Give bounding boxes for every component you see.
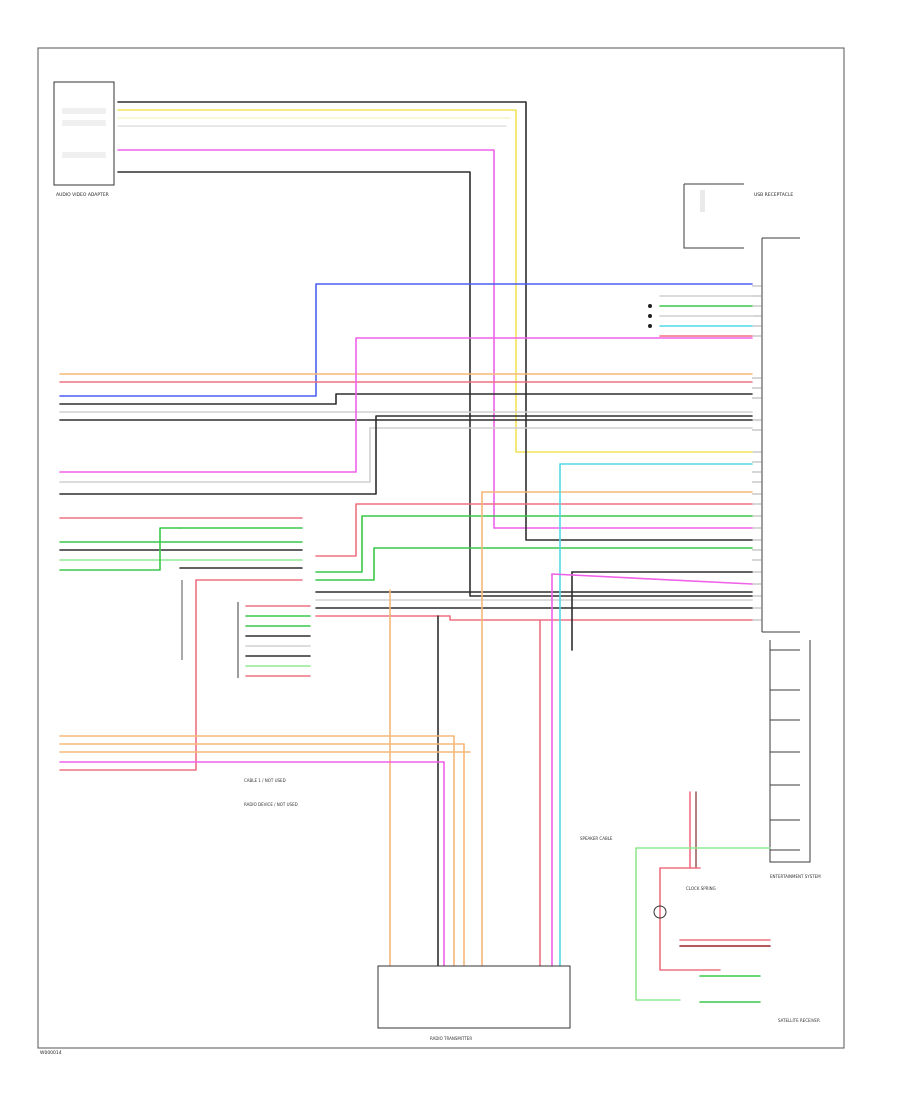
entertainment-unit-label: ENTERTAINMENT SYSTEM [770, 874, 821, 879]
usb-receptacle-label: USB RECEPTACLE [754, 192, 793, 198]
radio-transmitter-label: RADIO TRANSMITTER [430, 1036, 472, 1041]
audio-video-adapter: AUDIO VIDEO ADAPTER [53, 81, 115, 198]
note-2: RADIO DEVICE / NOT USED [244, 802, 298, 807]
top-wire-bundle [117, 101, 753, 597]
entertainment-unit-connector: ENTERTAINMENT SYSTEM [761, 237, 821, 879]
clock-spring-label: CLOCK SPRING [686, 886, 716, 891]
diagram-frame [37, 47, 845, 1049]
speaker-cable-label: SPEAKER CABLE [580, 836, 613, 841]
radio-transmitter: RADIO TRANSMITTER [377, 965, 571, 1041]
bottom-left-wires [59, 735, 471, 763]
connector-pins [752, 285, 762, 621]
steering-switch-block [237, 602, 311, 678]
clock-spring-area: CLOCK SPRING SATELLITE RECEIVER [635, 791, 820, 1023]
audio-video-adapter-label: AUDIO VIDEO ADAPTER [56, 192, 109, 198]
mid-left-wire-bundle [59, 283, 753, 495]
note-1: CABLE 1 / NOT USED [244, 778, 286, 783]
lower-wire-bundle [59, 503, 753, 771]
receiver-label: SATELLITE RECEIVER [778, 1018, 820, 1023]
vertical-transmitter-wires [389, 463, 753, 967]
usb-receptacle: USB RECEPTACLE [683, 183, 793, 249]
right-short-wires [648, 295, 753, 337]
notes: CABLE 1 / NOT USED RADIO DEVICE / NOT US… [244, 778, 298, 807]
page-code: W000014 [40, 1050, 62, 1056]
